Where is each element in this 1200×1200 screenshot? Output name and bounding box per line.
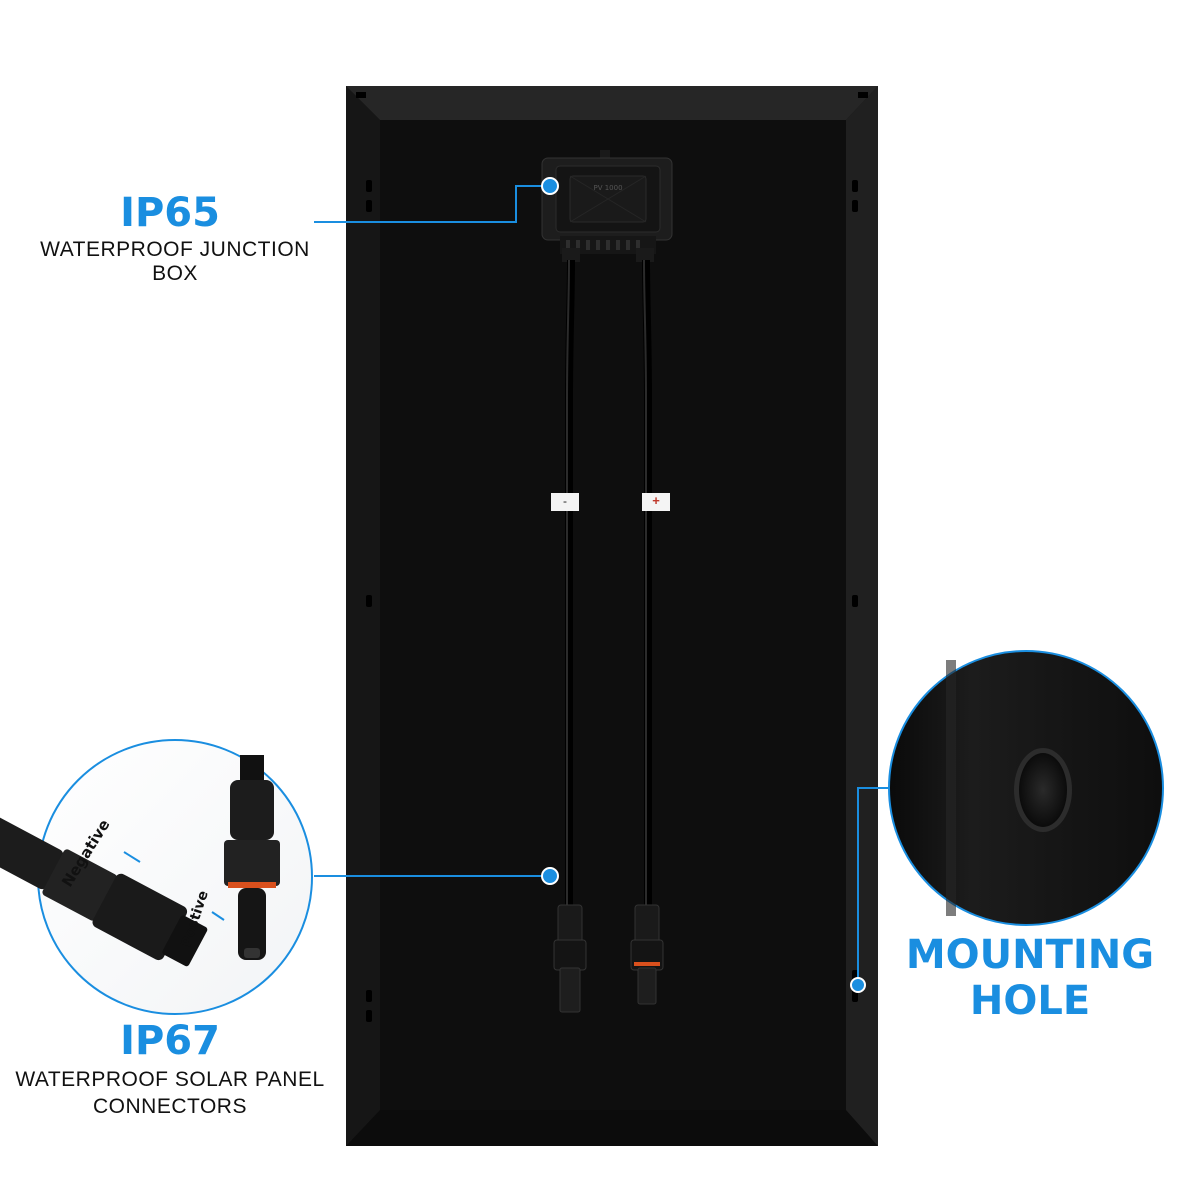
- negative-cable-tag: [551, 493, 579, 511]
- positive-cable-tag: [642, 493, 670, 511]
- callout-lines: [314, 185, 888, 985]
- connectors-subtitle-line1: WATERPROOF SOLAR PANEL: [15, 1068, 325, 1091]
- ip65-title: IP65: [120, 190, 220, 236]
- solar-panel-back: [346, 86, 878, 1146]
- junction-box: PV 1000: [541, 150, 673, 262]
- mounting-hole: [1019, 753, 1067, 827]
- ip67-title: IP67: [120, 1018, 220, 1064]
- mounting-hole-title-line2: HOLE: [969, 978, 1091, 1024]
- junction-box-marker: [541, 177, 559, 195]
- junction-box-subtitle: WATERPROOF JUNCTION BOX: [40, 238, 310, 285]
- mc4-connectors: [553, 904, 664, 1013]
- connector-zoom-circle: Negative Postive: [0, 739, 313, 1015]
- mounting-hole-zoom-circle: [888, 650, 1164, 926]
- mounting-hole-marker: [850, 977, 866, 993]
- junction-box-print: PV 1000: [593, 184, 622, 192]
- mounting-hole-title: MOUNTING HOLE: [900, 932, 1160, 1024]
- connector-marker: [541, 867, 559, 885]
- connectors-subtitle-line2: CONNECTORS: [93, 1095, 247, 1118]
- positive-tag-text: +: [652, 493, 660, 508]
- negative-tag-text: -: [563, 494, 567, 508]
- cables: [551, 259, 670, 905]
- mounting-hole-title-line1: MOUNTING: [905, 932, 1155, 978]
